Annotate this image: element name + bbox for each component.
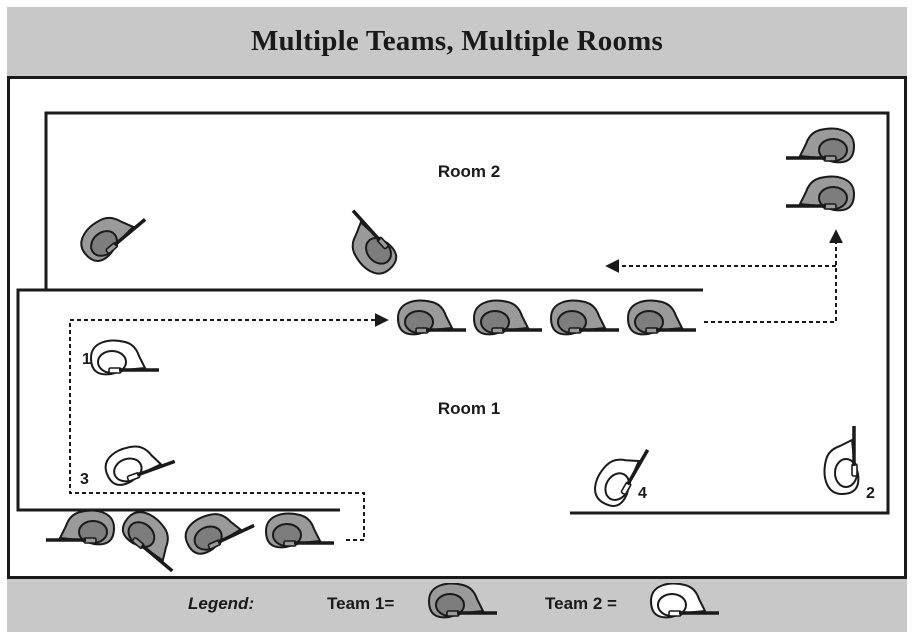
- team2-person-icon: [822, 424, 861, 496]
- seat-number-3: 3: [80, 471, 89, 488]
- legend-bar: Legend: Team 1= Team 2 =: [7, 576, 907, 632]
- room-walls: [16, 111, 890, 515]
- room2-people: [72, 126, 856, 283]
- team1-person-icon: [784, 126, 856, 165]
- team1-person-icon: [329, 205, 404, 283]
- room2-wall: [44, 111, 890, 515]
- legend-team1-label: Team 1=: [327, 594, 395, 613]
- room1-label: Room 1: [438, 399, 500, 418]
- seat-number-2: 2: [866, 485, 875, 502]
- team1-legend-icon: [427, 583, 499, 620]
- seat-number-1: 1: [82, 351, 91, 368]
- seat-number-4: 4: [638, 485, 647, 502]
- team1-person-icon: [115, 502, 193, 577]
- team2-person-icon: [99, 431, 179, 491]
- team1-person-icon: [784, 174, 856, 213]
- team1-person-icon: [44, 508, 116, 547]
- room1-team1-row: [396, 298, 698, 337]
- title-bar: Multiple Teams, Multiple Rooms: [7, 7, 907, 79]
- page-title: Multiple Teams, Multiple Rooms: [250, 25, 663, 57]
- room1-team2-people: [89, 338, 861, 513]
- movement-paths: [69, 229, 843, 541]
- team1-person-icon: [396, 298, 468, 337]
- room1-wall: [16, 288, 340, 512]
- path-team2-to-room1-row: [69, 313, 389, 541]
- team1-person-icon: [72, 195, 150, 269]
- legend-team2-label: Team 2 =: [545, 594, 617, 613]
- team1-person-icon: [472, 298, 544, 337]
- team1-person-icon: [549, 298, 621, 337]
- path-room1-to-room2: [704, 229, 843, 323]
- room2-label: Room 2: [438, 162, 500, 181]
- team2-person-icon: [89, 338, 161, 377]
- team1-person-icon: [178, 497, 258, 560]
- team2-legend-icon: [649, 583, 721, 620]
- legend-label: Legend:: [188, 594, 255, 613]
- team1-person-icon: [626, 298, 698, 337]
- team1-person-icon: [264, 511, 336, 550]
